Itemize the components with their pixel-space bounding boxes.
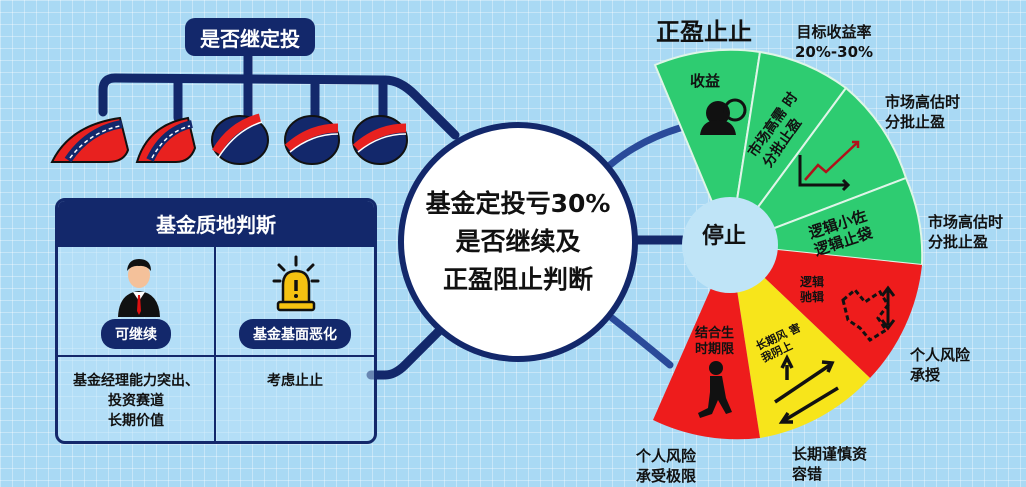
tangled-arrows-icon [841, 285, 896, 342]
road-node-2 [135, 116, 197, 163]
trend-chart-icon [798, 140, 860, 192]
bidirectional-arrows-icon [774, 354, 839, 424]
center-line-1: 基金定投亏30% [425, 189, 611, 218]
center-line-2: 是否继续及 [455, 227, 581, 256]
wheel-title: 正盈止止 [656, 18, 752, 46]
wheel-hub [682, 197, 778, 293]
outer-label-long-term: 长期谨慎资 容错 [792, 445, 868, 483]
warning-beacon-icon [272, 255, 320, 312]
segment-logic-break [730, 245, 922, 378]
deteriorate-detail-cell: 考虑止止 [216, 355, 374, 441]
center-topic: 基金定投亏30% 是否继续及 正盈阻止判断 [398, 122, 638, 362]
outer-label-market-high-1: 市场高估时 分批止盈 [885, 93, 961, 131]
segment-logic-break-label: 逻辑 驰辑 [800, 275, 825, 304]
segment-time-limit-label: 结合生 时期限 [695, 326, 735, 357]
continue-detail-cell: 基金经理能力突出、 投资赛道 长期价值 [58, 355, 216, 441]
continue-detail-line: 投资赛道 [108, 393, 164, 409]
road-node-1 [50, 116, 130, 163]
continue-badge: 可继续 [101, 319, 171, 349]
deteriorate-detail-line: 考虑止止 [267, 373, 323, 389]
continue-detail-line: 长期价值 [108, 413, 164, 429]
road-node-3 [211, 115, 269, 165]
fund-quality-title: 基金质地判斯 [58, 201, 374, 245]
outer-label-target-return: 目标收益率 20%-30% [795, 23, 874, 61]
deteriorate-badge: 基金基面恶化 [239, 319, 351, 349]
segment-logic-stop [729, 176, 924, 267]
continue-cell: 可继续 [58, 245, 216, 355]
tree-title: 是否继定投 [185, 18, 315, 56]
segment-market-high [729, 50, 848, 246]
outer-label-personal-risk: 个人风险 承授 [910, 346, 971, 384]
businessman-icon [118, 259, 160, 317]
center-line-3: 正盈阻止判断 [442, 265, 593, 294]
continue-detail-line: 基金经理能力突出、 [73, 373, 199, 389]
fund-quality-panel: 基金质地判斯 可继续 基金基面恶化 [55, 198, 377, 444]
outer-label-risk-limit: 个人风险 承受极限 [636, 447, 697, 485]
deteriorate-cell: 基金基面恶化 [216, 245, 374, 355]
outer-label-market-high-2: 市场高估时 分批止盈 [928, 213, 1004, 251]
segment-time-limit [653, 245, 760, 440]
wheel-hub-label: 停止 [702, 224, 747, 249]
segment-income-label: 收益 [690, 72, 721, 90]
income-people-icon [700, 98, 747, 135]
walking-person-icon [698, 361, 732, 418]
